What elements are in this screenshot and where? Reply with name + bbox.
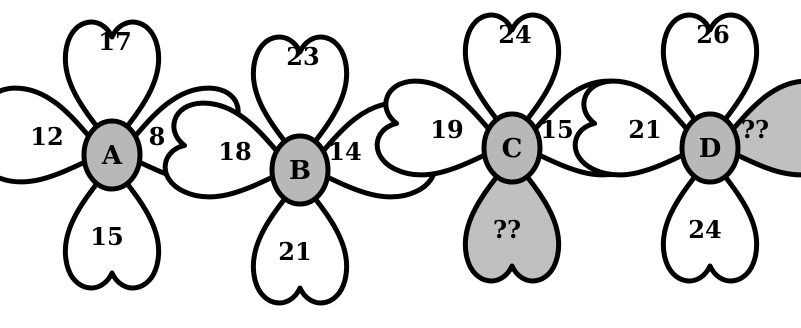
petal-number-left: 21 [628, 115, 661, 144]
center-letter: C [502, 134, 523, 164]
petal-number-right: 14 [328, 137, 361, 166]
petal-number-right: ?? [741, 115, 769, 144]
petal-number-bottom: 15 [90, 222, 123, 251]
petal-number-left: 18 [218, 137, 251, 166]
petal-number-left: 19 [430, 115, 463, 144]
petal-number-top: 24 [498, 20, 531, 49]
center-letter: B [289, 156, 311, 186]
petal-number-top: 26 [696, 20, 729, 49]
center-letter: A [101, 141, 123, 171]
petal-number-top: 17 [98, 27, 131, 56]
petal-number-right: 15 [540, 115, 573, 144]
flower-d: D 26 21?? 24 [570, 15, 801, 281]
petal-number-right: 8 [149, 122, 166, 151]
petal-number-bottom: ?? [493, 215, 521, 244]
center-letter: D [699, 134, 722, 164]
petal-number-top: 23 [286, 42, 319, 71]
petal-number-bottom: 24 [688, 215, 721, 244]
petal-number-left: 12 [30, 122, 63, 151]
petal-number-bottom: 21 [278, 237, 311, 266]
